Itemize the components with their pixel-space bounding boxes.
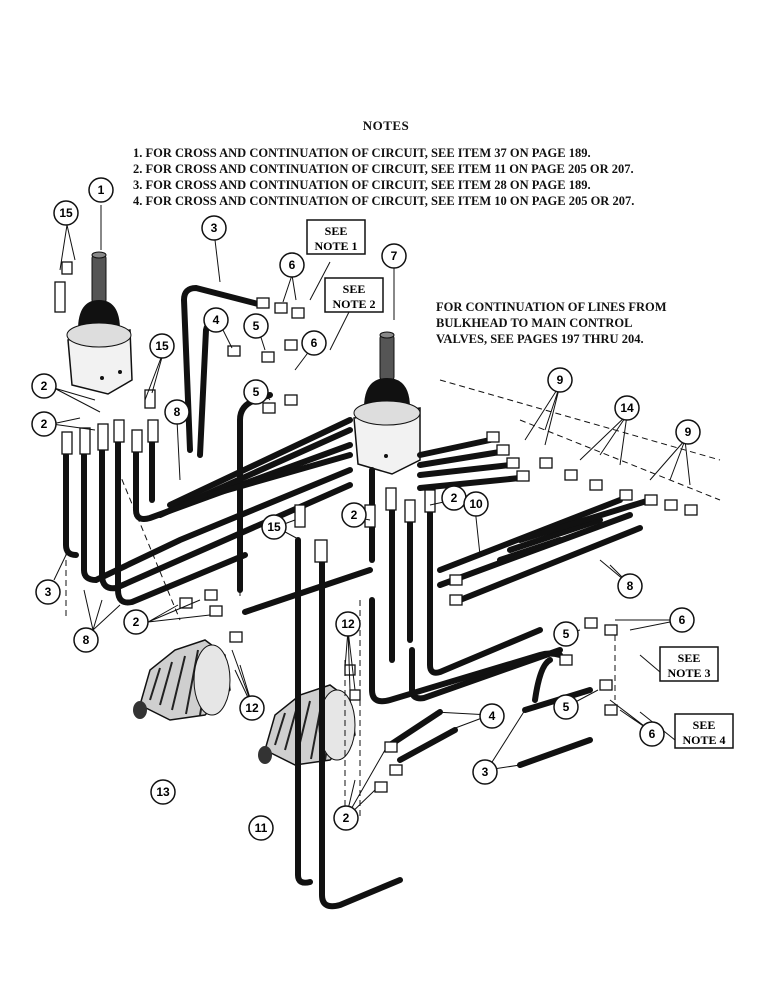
callout-7: 7 (381, 243, 407, 269)
svg-text:SEE: SEE (325, 224, 348, 238)
continuation-line-2: BULKHEAD TO MAIN CONTROL (436, 316, 633, 330)
fittings (54, 261, 698, 793)
callout-3: 3 (201, 215, 227, 241)
svg-text:2: 2 (343, 811, 350, 825)
hoses (63, 284, 653, 910)
svg-text:15: 15 (59, 206, 73, 220)
callout-2: 2 (333, 805, 359, 831)
svg-text:4: 4 (213, 313, 220, 327)
callout-4: 4 (479, 703, 505, 729)
svg-text:13: 13 (156, 785, 170, 799)
svg-text:2: 2 (41, 417, 48, 431)
svg-text:6: 6 (679, 613, 686, 627)
svg-text:2: 2 (41, 379, 48, 393)
continuation-line-3: VALVES, SEE PAGES 197 THRU 204. (436, 332, 644, 346)
callout-11: 11 (248, 815, 274, 841)
svg-text:NOTE 2: NOTE 2 (332, 297, 375, 311)
callout-13: 13 (150, 779, 176, 805)
callout-2: 2 (31, 411, 57, 437)
svg-text:1: 1 (98, 183, 105, 197)
callout-2: 2 (31, 373, 57, 399)
svg-text:3: 3 (45, 585, 52, 599)
svg-text:12: 12 (341, 617, 355, 631)
note-line-4: 4. FOR CROSS AND CONTINUATION OF CIRCUIT… (133, 194, 635, 208)
callout-6: 6 (669, 607, 695, 633)
callout-2: 2 (341, 502, 367, 528)
svg-text:3: 3 (211, 221, 218, 235)
callout-1: 1 (88, 177, 114, 203)
svg-text:5: 5 (563, 700, 570, 714)
note-line-3: 3. FOR CROSS AND CONTINUATION OF CIRCUIT… (133, 178, 591, 192)
see-note-1-box: SEE NOTE 1 (306, 219, 366, 255)
svg-text:4: 4 (489, 709, 496, 723)
left-control-valve (66, 251, 133, 395)
svg-text:SEE: SEE (678, 651, 701, 665)
svg-text:5: 5 (253, 319, 260, 333)
notes-title: NOTES (362, 118, 410, 133)
svg-text:6: 6 (649, 727, 656, 741)
callouts: 1 15 3 6 4 5 15 2 2 8 3 8 5 6 7 9 14 9 2… (31, 177, 701, 841)
callout-6: 6 (639, 721, 665, 747)
svg-text:6: 6 (289, 258, 296, 272)
callout-8: 8 (617, 573, 643, 599)
svg-text:NOTE 4: NOTE 4 (682, 733, 725, 747)
callout-15: 15 (261, 514, 287, 540)
svg-text:5: 5 (253, 385, 260, 399)
callout-5: 5 (553, 621, 579, 647)
svg-text:10: 10 (469, 497, 483, 511)
svg-text:6: 6 (311, 336, 318, 350)
svg-text:15: 15 (267, 520, 281, 534)
callout-12: 12 (335, 611, 361, 637)
svg-text:14: 14 (620, 401, 634, 415)
svg-text:12: 12 (245, 701, 259, 715)
see-note-2-box: SEE NOTE 2 (324, 277, 384, 313)
boot-assembly-13 (133, 639, 231, 721)
svg-text:SEE: SEE (343, 282, 366, 296)
callout-3: 3 (472, 759, 498, 785)
dashed-lines (65, 379, 721, 880)
see-note-3-box: SEE NOTE 3 (659, 646, 719, 682)
svg-text:SEE: SEE (693, 718, 716, 732)
callout-2: 2 (123, 609, 149, 635)
svg-text:7: 7 (391, 249, 398, 263)
right-control-valve (353, 331, 421, 475)
callout-8: 8 (73, 627, 99, 653)
callout-5: 5 (243, 313, 269, 339)
svg-text:NOTE 1: NOTE 1 (314, 239, 357, 253)
callout-5: 5 (553, 694, 579, 720)
callout-5: 5 (243, 379, 269, 405)
callout-14: 14 (614, 395, 640, 421)
svg-text:3: 3 (482, 765, 489, 779)
callout-4: 4 (203, 307, 229, 333)
svg-text:8: 8 (174, 405, 181, 419)
callout-8: 8 (164, 399, 190, 425)
svg-text:11: 11 (255, 821, 268, 835)
svg-text:9: 9 (685, 425, 692, 439)
callout-2: 2 (441, 485, 467, 511)
callout-9: 9 (547, 367, 573, 393)
svg-text:9: 9 (557, 373, 564, 387)
callout-15: 15 (53, 200, 79, 226)
note-line-1: 1. FOR CROSS AND CONTINUATION OF CIRCUIT… (133, 146, 591, 160)
continuation-line-1: FOR CONTINUATION OF LINES FROM (436, 300, 667, 314)
svg-text:8: 8 (627, 579, 634, 593)
callout-9: 9 (675, 419, 701, 445)
svg-text:15: 15 (155, 339, 169, 353)
svg-text:5: 5 (563, 627, 570, 641)
svg-text:2: 2 (351, 508, 358, 522)
svg-text:NOTE 3: NOTE 3 (667, 666, 710, 680)
callout-6: 6 (301, 330, 327, 356)
boot-assembly-11 (258, 684, 356, 766)
svg-text:8: 8 (83, 633, 90, 647)
callout-12: 12 (239, 695, 265, 721)
callout-15: 15 (149, 333, 175, 359)
svg-text:2: 2 (133, 615, 140, 629)
callout-6: 6 (279, 252, 305, 278)
svg-text:2: 2 (451, 491, 458, 505)
callout-10: 10 (463, 491, 489, 517)
see-note-4-box: SEE NOTE 4 (674, 713, 734, 749)
note-line-2: 2. FOR CROSS AND CONTINUATION OF CIRCUIT… (133, 162, 634, 176)
callout-3: 3 (35, 579, 61, 605)
